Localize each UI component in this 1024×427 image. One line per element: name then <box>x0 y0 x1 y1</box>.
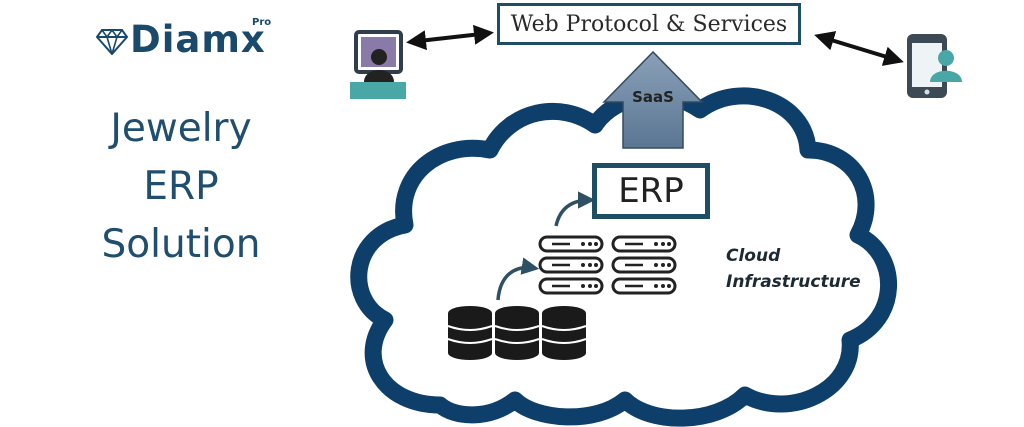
cloud-label-line-2: Infrastructure <box>726 272 861 292</box>
database-icon <box>541 306 587 360</box>
tagline-line-2: ERP <box>143 164 219 209</box>
cloud-label-line-1: Cloud <box>726 246 781 266</box>
server-icon <box>538 235 604 295</box>
server-icon <box>611 235 677 295</box>
mobile-user-icon[interactable] <box>907 34 962 98</box>
server-to-erp-arrow <box>554 191 596 227</box>
saas-label: SaaS <box>632 88 674 106</box>
database-icon <box>494 306 540 360</box>
tagline-line-1: Jewelry <box>110 106 252 151</box>
brand-pro-badge: Pro <box>252 17 272 28</box>
cloud-infrastructure-label: Cloud Infrastructure <box>726 243 861 295</box>
web-protocol-box: Web Protocol & Services <box>497 3 801 45</box>
desktop-user-icon[interactable] <box>350 30 406 99</box>
erp-label: ERP <box>618 171 684 211</box>
saas-up-arrow <box>602 50 704 149</box>
brand-name: Diamx <box>130 18 266 61</box>
web-protocol-label: Web Protocol & Services <box>510 11 788 37</box>
tagline: Jewelry ERP Solution <box>80 100 282 274</box>
left-double-arrow <box>406 24 494 51</box>
db-to-server-arrow <box>496 257 540 301</box>
diamond-icon <box>96 29 128 55</box>
erp-box: ERP <box>592 163 710 219</box>
tagline-line-3: Solution <box>101 222 261 267</box>
right-double-arrow <box>814 31 904 66</box>
database-icon <box>447 306 493 360</box>
brand-logo[interactable]: Diamx Pro <box>96 17 276 66</box>
